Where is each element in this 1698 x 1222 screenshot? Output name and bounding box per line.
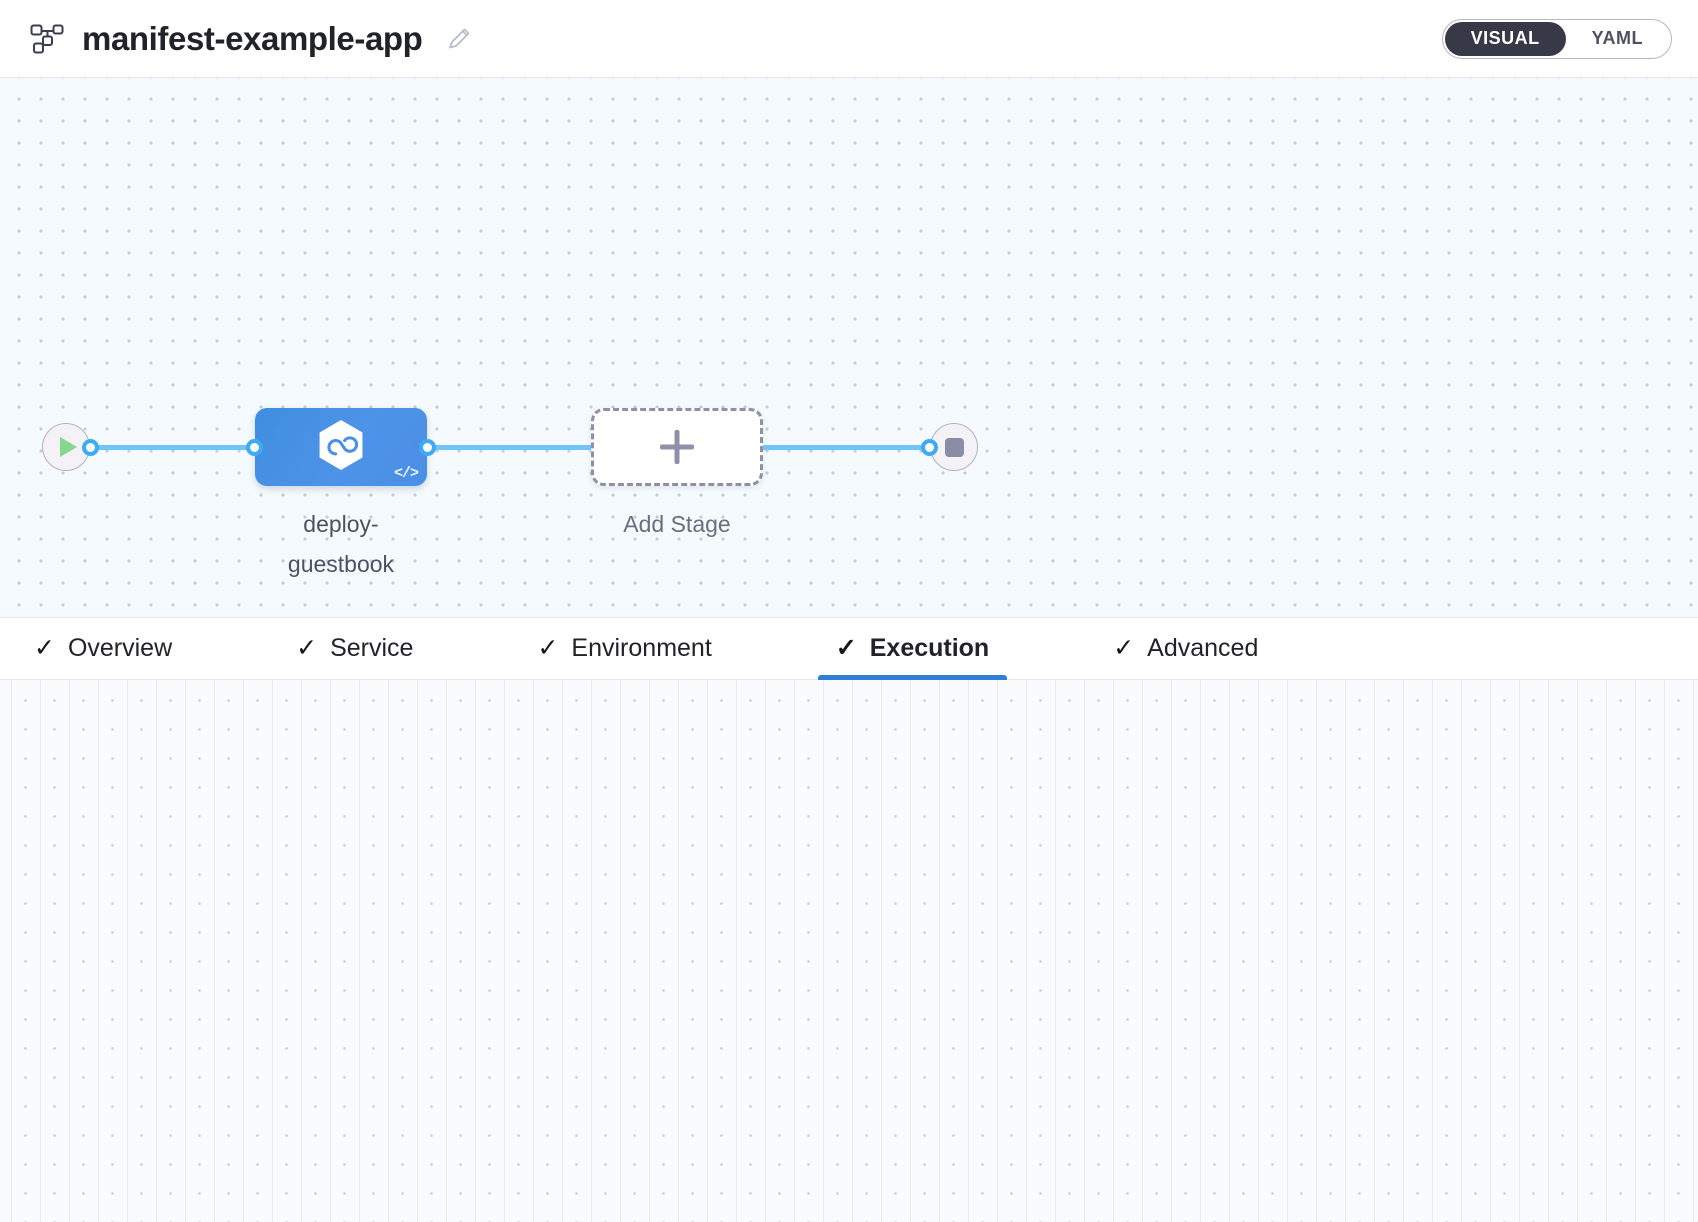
tab-execution[interactable]: ✓ Execution	[817, 618, 1023, 680]
yaml-code-badge[interactable]: </>	[393, 465, 419, 482]
execution-graph-canvas[interactable]: HarnessApprov al_1 </> K8sCanaryDepl oy_…	[0, 680, 1698, 1222]
header-left-group: manifest-example-app	[30, 20, 472, 58]
header-right-group: VISUAL YAML	[1441, 18, 1672, 59]
connector-dot	[246, 438, 263, 456]
stage-node-label: deploy- guestbook	[287, 511, 395, 578]
stage-node-wrap: </> deploy- guestbook	[255, 408, 427, 577]
play-icon	[60, 437, 77, 457]
connector-dot	[419, 438, 436, 456]
check-icon: ✓	[1113, 634, 1135, 662]
add-stage-wrap: Add Stage	[591, 408, 763, 537]
check-icon: ✓	[296, 634, 318, 662]
connector-dot	[921, 438, 938, 456]
check-icon: ✓	[835, 634, 857, 662]
tab-label: Service	[330, 634, 414, 662]
check-icon: ✓	[537, 634, 559, 662]
plus-icon	[660, 430, 694, 464]
check-icon: ✓	[34, 634, 55, 662]
toggle-option-yaml[interactable]: YAML	[1591, 28, 1643, 48]
add-stage-button[interactable]	[591, 408, 763, 486]
stage-graph-row: </> deploy- guestbook Add Stage	[42, 408, 978, 577]
tab-advanced[interactable]: ✓ Advanced	[1113, 618, 1292, 679]
stop-icon	[944, 437, 964, 457]
connector-line	[428, 444, 591, 450]
tab-label: Overview	[67, 634, 173, 662]
tab-label: Execution	[869, 634, 990, 662]
toggle-option-visual[interactable]: VISUAL	[1444, 21, 1566, 56]
pipeline-header: manifest-example-app VISUAL YAML	[0, 0, 1698, 78]
tab-label: Advanced	[1147, 634, 1259, 662]
connector-line	[91, 444, 254, 450]
stage-node-deploy-guestbook[interactable]: </>	[255, 408, 427, 486]
page-title: manifest-example-app	[82, 19, 423, 57]
tab-label: Environment	[571, 634, 712, 662]
tab-overview[interactable]: ✓ Overview	[34, 618, 206, 679]
edit-pencil-icon[interactable]	[446, 26, 472, 52]
connector-dot	[82, 438, 99, 456]
view-mode-toggle[interactable]: VISUAL YAML	[1441, 18, 1672, 59]
stage-graph-canvas[interactable]: </> deploy- guestbook Add Stage	[0, 78, 1698, 618]
tab-service[interactable]: ✓ Service	[296, 618, 447, 679]
pipeline-nodes-icon	[30, 24, 64, 54]
connector-line	[763, 444, 929, 450]
tab-environment[interactable]: ✓ Environment	[537, 618, 745, 679]
stage-config-tabs[interactable]: ✓ Overview ✓ Service ✓ Environment ✓ Exe…	[0, 618, 1698, 680]
harness-cd-hexagon-icon	[316, 418, 366, 477]
add-stage-label: Add Stage	[623, 511, 731, 537]
